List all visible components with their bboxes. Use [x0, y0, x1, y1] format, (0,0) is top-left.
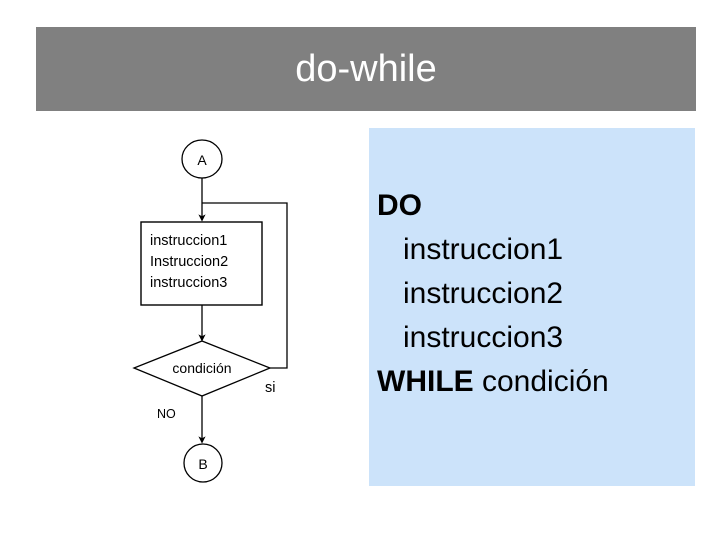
flow-branch-true-label: si: [265, 380, 275, 396]
pseudocode-line-do: DO: [377, 189, 422, 222]
flow-start-node-label: A: [197, 152, 207, 168]
pseudocode-while-keyword: WHILE: [377, 365, 474, 398]
flow-end-node-label: B: [198, 456, 207, 472]
flow-branch-false-label: NO: [157, 407, 176, 421]
flow-process-line-3: instruccion3: [150, 275, 227, 291]
pseudocode-line-instruccion2: instruccion2: [403, 277, 564, 310]
flow-start-node: A: [181, 139, 223, 179]
pseudocode-line-instruccion1: instruccion1: [403, 233, 564, 266]
pseudocode-while-condition: condición: [473, 365, 609, 398]
flow-decision-label: condición: [172, 360, 231, 376]
flowchart-diagram: A instruccion1 Instruccion2 instruccion3…: [132, 139, 288, 483]
flow-end-node: B: [183, 443, 223, 483]
pseudocode-line-instruccion3: instruccion3: [403, 321, 564, 354]
flow-edge-loop-back-true: [202, 202, 288, 369]
flow-process-line-1: instruccion1: [150, 233, 227, 249]
page-title: do-while: [295, 48, 437, 90]
flow-decision-node: condición: [132, 340, 272, 397]
flow-process-line-2: Instruccion2: [150, 254, 228, 270]
pseudocode-panel: DO instruccion1 instruccion2 instruccion…: [369, 128, 695, 486]
pseudocode-list: DO instruccion1 instruccion2 instruccion…: [377, 184, 695, 404]
flow-process-node: instruccion1 Instruccion2 instruccion3: [140, 221, 263, 306]
pseudocode-line-while: WHILE condición: [377, 360, 695, 404]
title-bar: do-while: [36, 27, 696, 111]
